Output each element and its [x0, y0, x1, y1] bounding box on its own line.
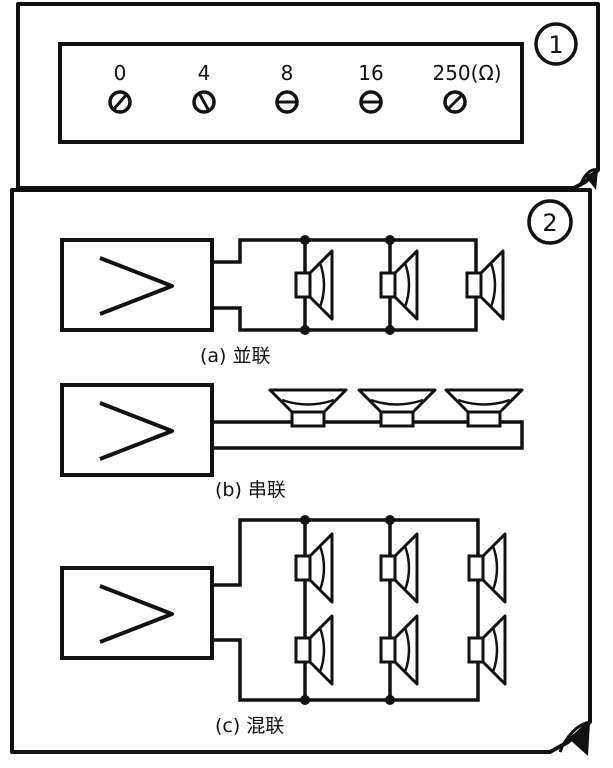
panel-2-number-circle [527, 199, 573, 245]
amplifier-c [60, 566, 214, 660]
tap-screw-8 [275, 90, 299, 114]
tap-screw-16 [359, 90, 383, 114]
panel-1: 1 0 4 8 16 250(Ω) [16, 2, 600, 190]
tap-label-4: 4 [198, 61, 211, 85]
series-caption: (b) 串联 [215, 479, 286, 501]
series-diagram: (b) 串联 [60, 383, 524, 501]
panel-2-number: 2 [542, 209, 557, 237]
mixed-caption: (c) 混联 [215, 715, 284, 737]
tap-label-8: 8 [281, 61, 294, 85]
tap-label-250: 250(Ω) [432, 61, 501, 85]
parallel-caption: (a) 並联 [200, 345, 271, 367]
tap-label-16: 16 [358, 61, 383, 85]
tap-screw-0 [108, 90, 132, 114]
panel-1-number-circle [534, 22, 578, 66]
tap-label-0: 0 [114, 61, 127, 85]
tap-screw-250 [443, 90, 467, 114]
amplifier-a [60, 238, 214, 332]
panel-1-number: 1 [548, 31, 563, 59]
parallel-diagram: (a) 並联 [60, 235, 505, 367]
tap-screw-4 [192, 90, 216, 114]
mixed-diagram: (c) 混联 [60, 515, 507, 737]
amplifier-b [60, 383, 214, 477]
